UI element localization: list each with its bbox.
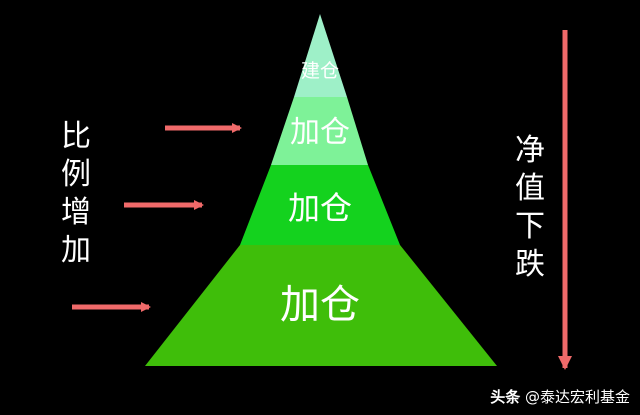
pyramid-label-add-2: 加仓 bbox=[288, 189, 352, 227]
watermark: 头条 @泰达宏利基金 bbox=[490, 386, 630, 407]
pyramid-layer-build bbox=[294, 14, 347, 97]
pyramid-label-build: 建仓 bbox=[301, 60, 339, 82]
label-ratio-increase: 比例增加 bbox=[61, 119, 91, 268]
pyramid-layer-add-2 bbox=[240, 165, 400, 245]
pyramid-layer-add-1 bbox=[271, 97, 368, 165]
pyramid-label-add-3: 加仓 bbox=[280, 282, 360, 328]
label-nav-decline: 净值下跌 bbox=[515, 133, 545, 282]
pyramid-layer-add-3 bbox=[145, 245, 497, 366]
watermark-account: @泰达宏利基金 bbox=[524, 388, 630, 406]
pyramid-label-add-1: 加仓 bbox=[290, 115, 350, 150]
watermark-brand: 头条 bbox=[490, 388, 521, 406]
